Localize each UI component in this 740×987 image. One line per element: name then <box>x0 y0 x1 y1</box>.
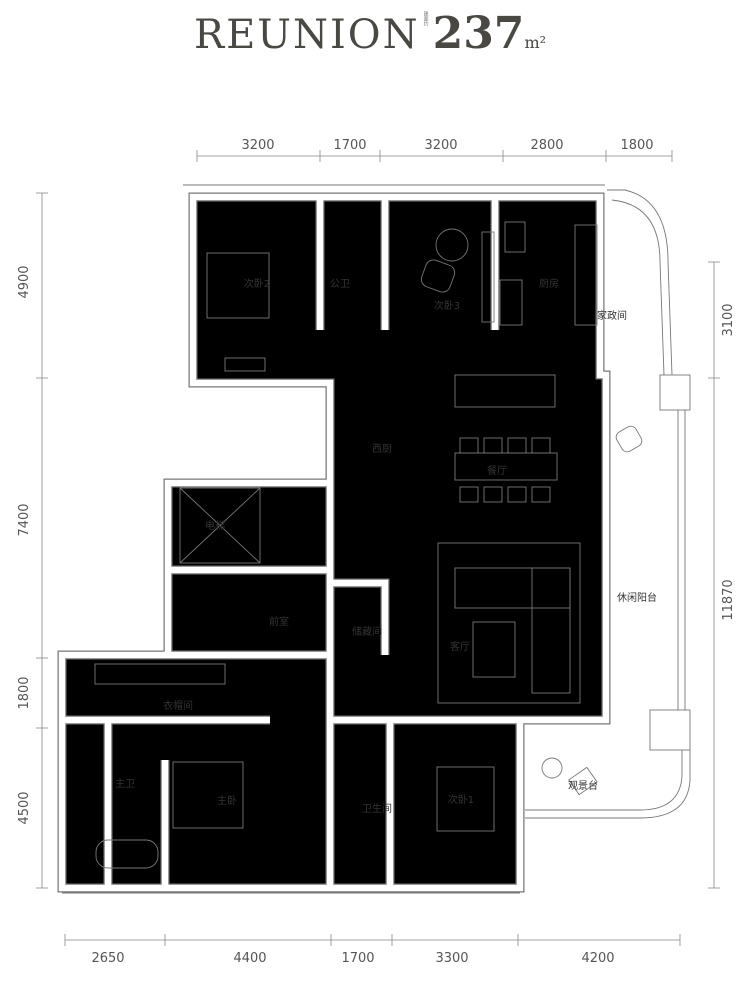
area-unit: m² <box>524 33 547 52</box>
dim-right-1: 3100 <box>721 303 736 336</box>
room-bathroom: 卫生间 <box>362 802 392 815</box>
dim-top-3: 3200 <box>424 138 457 153</box>
dim-bottom-3: 1700 <box>341 951 374 966</box>
wardrobe-rail <box>94 663 226 685</box>
room-bedroom1: 次卧1 <box>448 793 474 806</box>
dim-top-5: 1800 <box>620 138 653 153</box>
room-walk-in-closet: 衣帽间 <box>163 699 193 712</box>
bed-bedroom1 <box>436 766 495 832</box>
coffee-table <box>472 621 516 678</box>
area-label: 建面约 <box>422 11 429 26</box>
dim-bottom-1: 2650 <box>91 951 124 966</box>
room-western-kitchen: 西厨 <box>372 443 392 455</box>
area-value: 237 <box>432 8 525 59</box>
room-kitchen: 厨房 <box>539 277 559 290</box>
bed-master <box>172 761 244 829</box>
dim-bottom-2: 4400 <box>233 951 266 966</box>
dim-top-1: 3200 <box>241 138 274 153</box>
dim-top-2: 1700 <box>333 138 366 153</box>
bathtub <box>95 839 159 869</box>
kitchen-island <box>454 374 556 408</box>
room-bedroom2: 次卧2 <box>244 277 270 290</box>
room-view-deck: 观景台 <box>568 779 598 792</box>
brand-name: REUNION <box>193 12 420 58</box>
room-storage: 储藏间 <box>352 625 382 638</box>
furniture <box>94 221 643 869</box>
room-labels: 次卧2 公卫 次卧3 厨房 家政间 西厨 餐厅 电梯 前室 储藏间 客厅 休闲阳… <box>115 277 657 815</box>
dim-left-2: 7400 <box>17 503 32 536</box>
dimension-labels-left: 4900 7400 1800 4500 <box>17 265 32 824</box>
room-master-bath: 主卫 <box>115 778 135 790</box>
dim-top-4: 2800 <box>530 138 563 153</box>
dim-bottom-4: 3300 <box>435 951 468 966</box>
room-public-bath: 公卫 <box>330 279 350 290</box>
walls <box>62 184 691 894</box>
room-elevator: 电梯 <box>205 519 225 532</box>
room-master-bedroom: 主卧 <box>217 794 237 807</box>
dim-left-1: 4900 <box>17 265 32 298</box>
round-table <box>435 228 469 262</box>
dimension-lines <box>36 150 720 946</box>
room-bedroom3: 次卧3 <box>434 299 460 312</box>
room-foyer: 前室 <box>269 615 289 628</box>
dimension-labels-top: 3200 1700 3200 2800 1800 <box>241 138 653 153</box>
dim-right-2: 11870 <box>721 579 736 620</box>
dim-bottom-5: 4200 <box>581 951 614 966</box>
dim-left-3: 1800 <box>17 676 32 709</box>
dim-left-4: 4500 <box>17 791 32 824</box>
living-rug <box>437 542 581 704</box>
dimension-labels-bottom: 2650 4400 1700 3300 4200 <box>91 951 614 966</box>
room-living: 客厅 <box>450 640 470 653</box>
dimension-labels-right: 3100 11870 <box>721 303 736 620</box>
room-utility: 家政间 <box>597 309 627 322</box>
dining-table <box>454 452 558 481</box>
room-leisure-balcony: 休闲阳台 <box>617 591 657 604</box>
bed-bedroom2 <box>206 252 270 319</box>
room-dining: 餐厅 <box>487 464 507 477</box>
elevator-box <box>179 487 261 564</box>
